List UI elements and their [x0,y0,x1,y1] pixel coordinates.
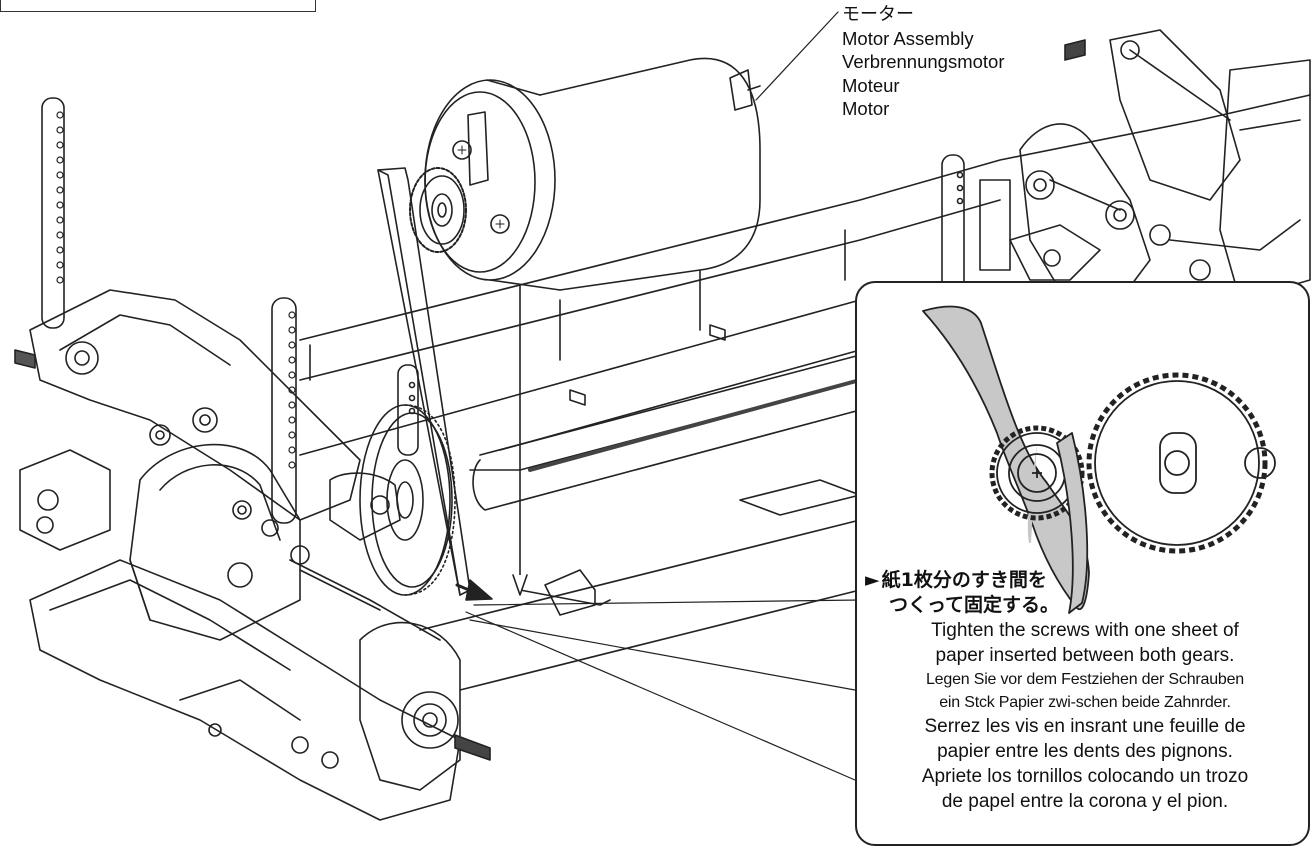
pointer-icon: ► [865,569,880,591]
instruction-spanish-line1: Apriete los tornillos colocando un trozo [921,766,1249,787]
gear-mesh-inset: ►紙1枚分のすき間を つくって固定する。 Tighten the screws … [855,281,1310,846]
paper-strip-lower [1027,443,1037,543]
instruction-note: ►紙1枚分のすき間を つくって固定する。 Tighten the screws … [865,568,1305,814]
motor-label: モーター Motor Assembly Verbrennungsmotor Mo… [842,3,1005,121]
chassis-tub [299,94,1311,691]
instruction-french-line2: papier entre les dents des pignons. [937,741,1233,762]
instruction-japanese-line2: つくって固定する。 [889,594,1060,616]
instruction-spanish-line2: de papel entre la corona y el pion. [941,791,1229,812]
motor-label-english: Motor Assembly [842,27,974,49]
instruction-english-line2: paper inserted between both gears. [935,645,1235,666]
motor-icon [424,57,761,291]
paper-strip-icon [922,305,1090,611]
instruction-german-line2: ein Stck Papier zwi-schen beide Zahnrder… [939,694,1231,711]
spur-gear-icon [359,404,456,596]
instruction-french-line1: Serrez les vis en insrant une feuille de [924,716,1246,737]
instruction-english-line1: Tighten the screws with one sheet of [931,620,1239,641]
gear-mesh-detail [922,305,1276,614]
paper-strip-icon [377,167,471,596]
motor-label-german: Verbrennungsmotor [842,51,1005,72]
instruction-german-line1: Legen Sie vor dem Festziehen der Schraub… [925,671,1245,688]
motor-label-spanish: Motor [842,98,890,119]
arrow-icon [455,284,528,601]
top-left-frame [0,0,316,12]
instruction-japanese-line1: ►紙1枚分のすき間を [865,569,1047,591]
motor-label-japanese: モーター [842,4,914,25]
pinion-gear-icon [409,167,467,253]
rear-suspension-assembly [14,97,491,821]
motor-label-french: Moteur [842,74,900,96]
leader-lines [465,11,861,781]
spur-gear-icon [1086,372,1276,554]
